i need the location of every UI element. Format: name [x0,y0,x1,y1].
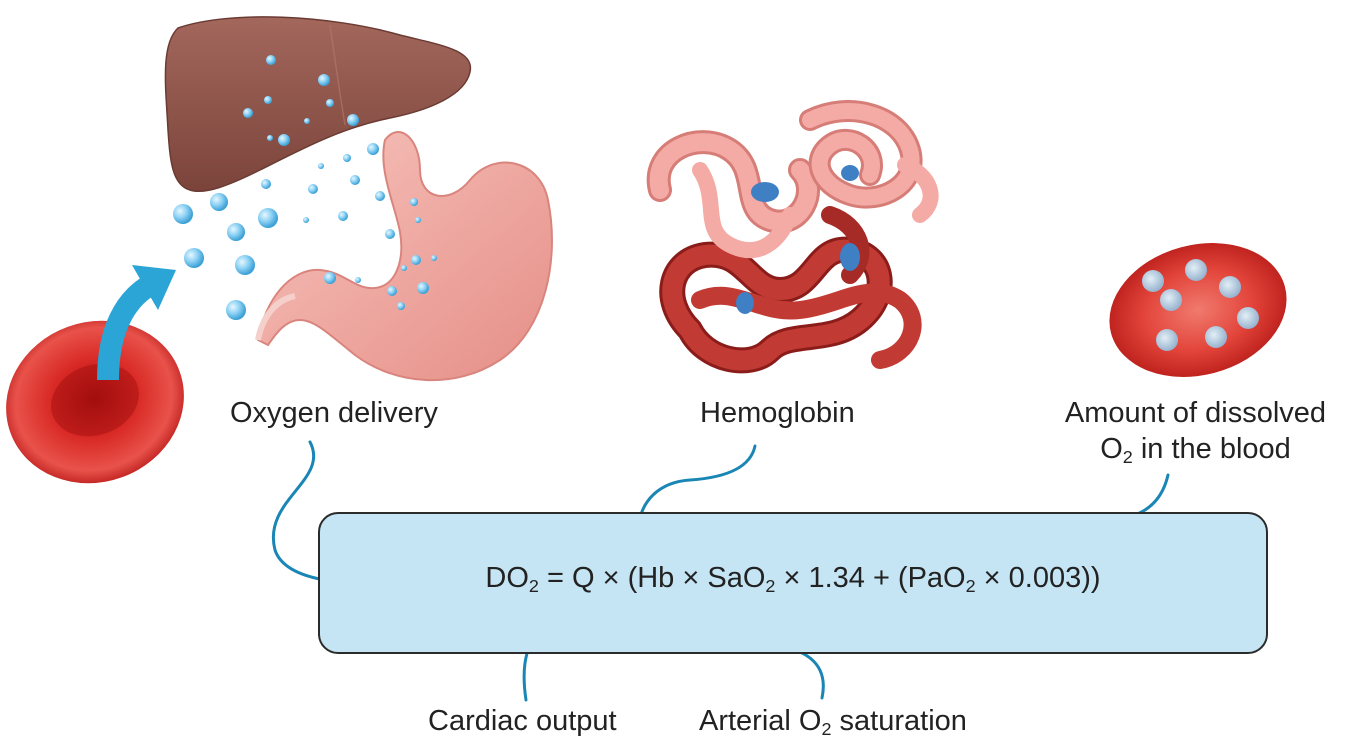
hemoglobin-label: Hemoglobin [700,397,855,429]
delivery-arrowhead [132,265,176,310]
oxygen-delivery-formula: DO2 = Q × (Hb × SaO2 × 1.34 + (PaO2 × 0.… [485,562,1101,597]
dissolved-label-line1: Amount of dissolved [1064,397,1327,429]
arrow-hemoglobin [633,444,757,534]
stomach-icon [255,130,553,382]
hemoglobin-molecule-icon [646,100,939,374]
formula-box: DO2 = Q × (Hb × SaO2 × 1.34 + (PaO2 × 0.… [318,512,1268,654]
rbc-dissolved-oxygen-icon [1109,243,1287,377]
oxygen-delivery-label: Oxygen delivery [230,397,438,429]
delivery-curved-arrow [97,275,157,381]
red-blood-cell-icon [6,320,184,484]
oxygen-bubbles-icon [173,55,437,320]
heme-groups [736,165,860,314]
cardiac-output-label: Cardiac output [428,705,617,737]
arterial-saturation-label: Arterial O2 saturation [699,705,967,740]
liver-icon [164,16,472,192]
dissolved-oxygen-label: Amount of dissolved O2 in the blood [1044,395,1347,468]
dissolved-label-line2: O2 in the blood [1100,433,1291,468]
